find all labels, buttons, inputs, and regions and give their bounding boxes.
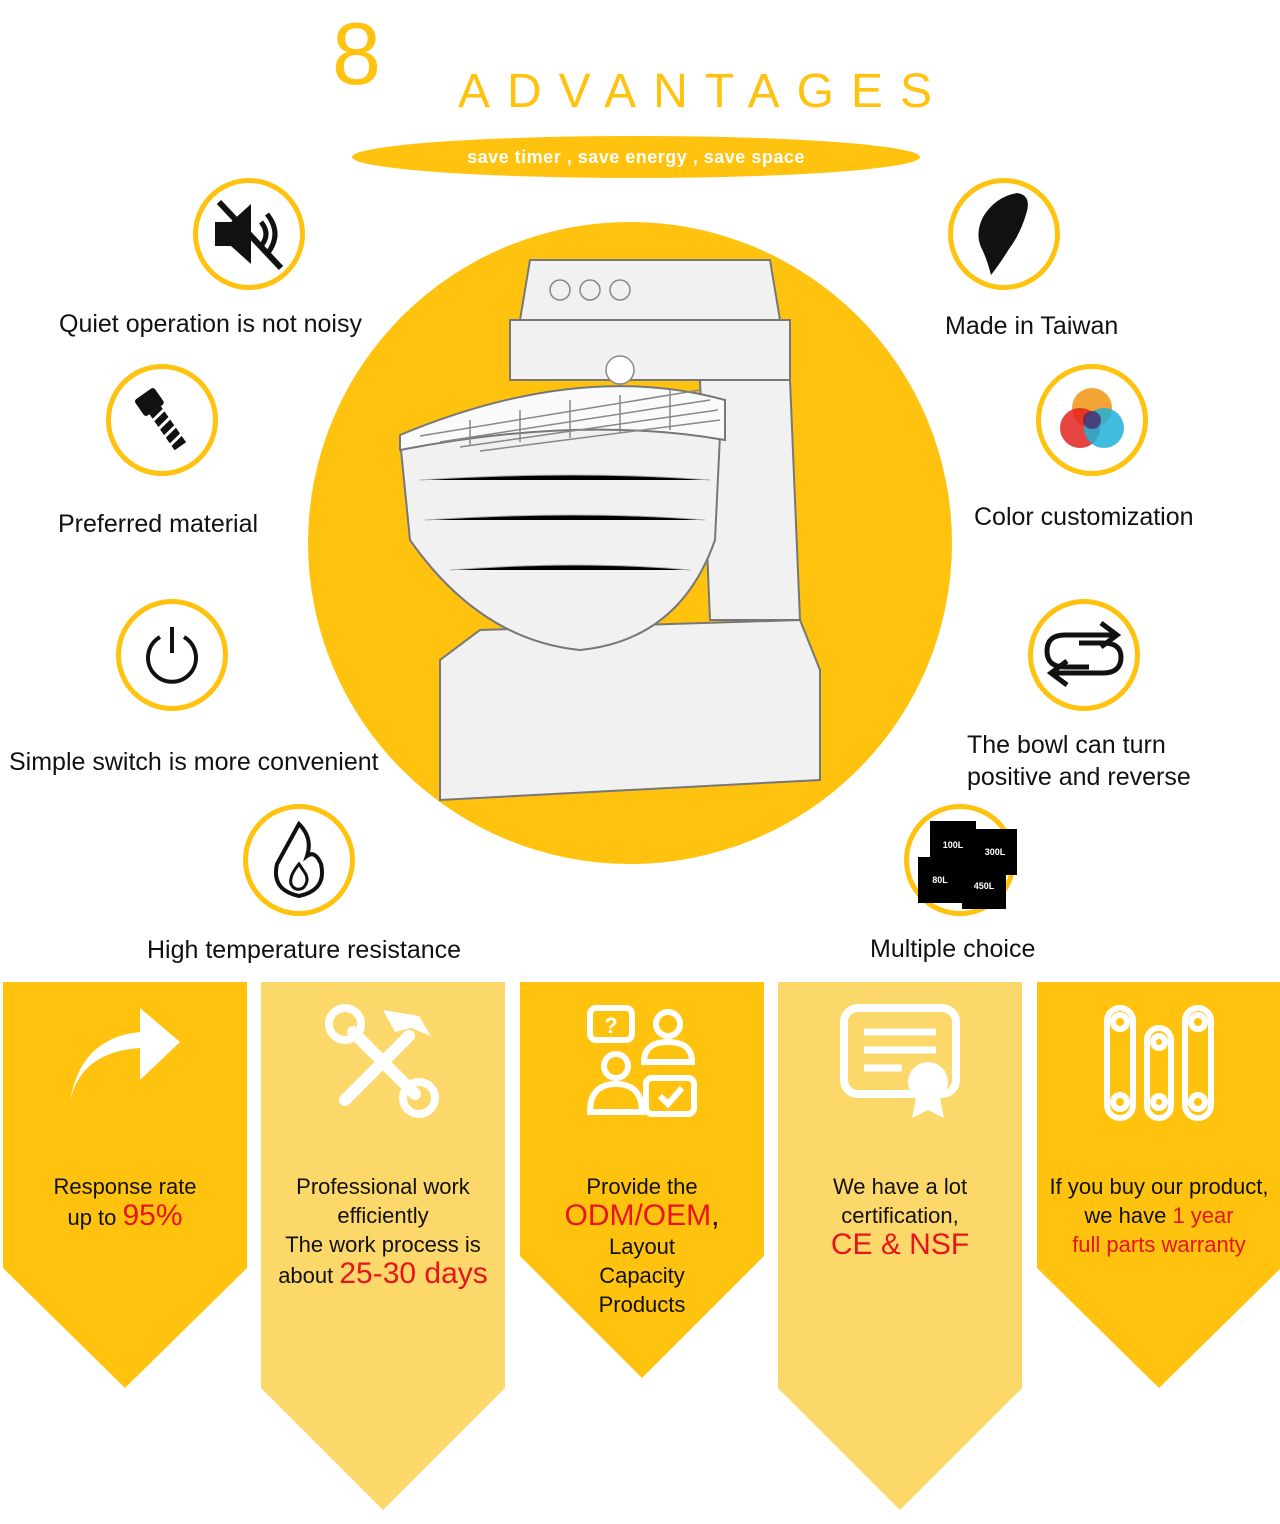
certificate-icon [840, 1004, 960, 1118]
card-professional-text: Professional work efficiently The work p… [278, 1174, 488, 1290]
flame-icon [243, 804, 355, 916]
card-certification-text: We have a lot certification, CE & NSF [830, 1174, 970, 1261]
card-response-text: Response rate up to 95% [53, 1174, 197, 1232]
warranty-scope-value: full parts warranty [1072, 1232, 1246, 1257]
card-odm-text: Provide the ODM/OEM, Layout Capacity Pro… [564, 1174, 720, 1317]
feature-material-label: Preferred material [58, 510, 259, 538]
tools-icon [325, 1004, 439, 1118]
card-warranty: If you buy our product, we have 1 year f… [1037, 982, 1280, 1388]
reverse-arrows-icon [1028, 599, 1140, 711]
card-certification: We have a lot certification, CE & NSF [778, 982, 1022, 1510]
odm-oem-value: ODM/OEM [564, 1199, 712, 1232]
wrench-set-icon [1104, 1005, 1214, 1121]
title-text: ADVANTAGES [458, 65, 949, 118]
feature-heat-label: High temperature resistance [147, 936, 462, 964]
size-tags: 100L 300L 80L 450L [909, 809, 1017, 911]
taiwan-map-icon [948, 178, 1060, 290]
title-number: 8 [332, 4, 381, 103]
warranty-years-value: 1 year [1172, 1203, 1234, 1228]
svg-text:?: ? [604, 1013, 617, 1038]
power-icon [116, 599, 228, 711]
feature-switch-label: Simple switch is more convenient [9, 748, 379, 776]
share-arrow-icon [70, 1008, 180, 1102]
feature-multiple-label: Multiple choice [870, 935, 1036, 963]
process-days-value: 25-30 days [339, 1257, 488, 1290]
card-odm: ? Provide the ODM/OEM, Layout Capacity P… [520, 982, 764, 1378]
capacity-sizes-icon: 100L 300L 80L 450L [904, 804, 1017, 916]
mute-icon [193, 178, 305, 290]
color-palette-icon [1036, 364, 1148, 476]
feature-bowl-line1: The bowl can turn [967, 731, 1166, 759]
size-tag-450l: 450L [962, 863, 1006, 909]
screw-icon [106, 364, 218, 476]
tagline-text: save timer , save energy , save space [467, 146, 805, 167]
feature-quiet-label: Quiet operation is not noisy [59, 310, 362, 338]
response-rate-value: 95% [122, 1199, 183, 1232]
tagline-banner: save timer , save energy , save space [352, 136, 920, 178]
ce-nsf-value: CE & NSF [830, 1228, 970, 1261]
card-professional: Professional work efficiently The work p… [261, 982, 505, 1510]
feature-color-label: Color customization [974, 503, 1194, 531]
card-warranty-text: If you buy our product, we have 1 year f… [1037, 1172, 1280, 1259]
customer-service-icon: ? [586, 1005, 697, 1117]
card-response: Response rate up to 95% [3, 982, 247, 1388]
feature-bowl-line2: positive and reverse [967, 763, 1191, 791]
spiral-mixer-image [398, 259, 821, 802]
feature-taiwan-label: Made in Taiwan [945, 312, 1119, 340]
size-tag-80l: 80L [918, 857, 962, 903]
